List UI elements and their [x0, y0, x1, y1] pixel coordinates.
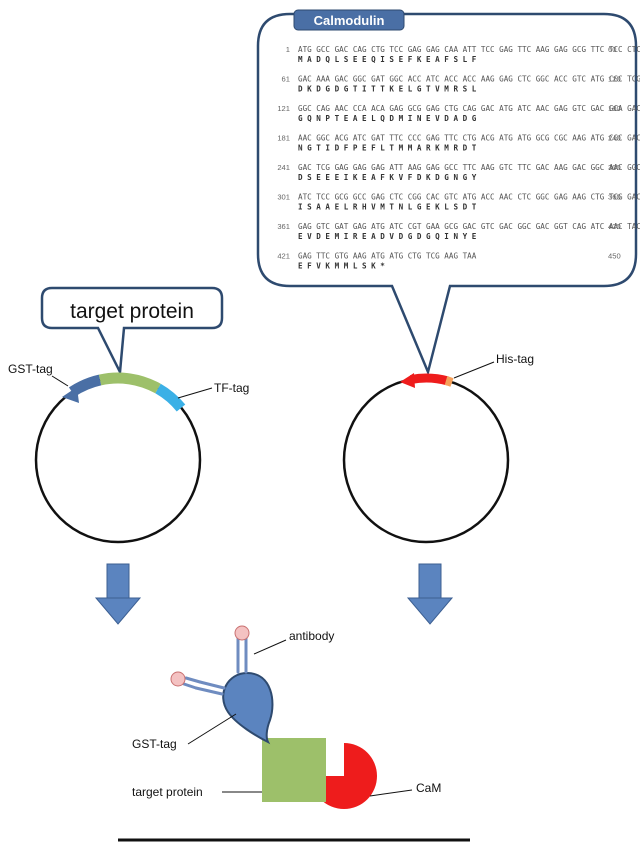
- sequence-start-number: 421: [277, 252, 290, 261]
- down-arrow-left: [94, 563, 142, 625]
- amino-acid-line: G Q N P T E A E L Q D M I N E V D A D G: [298, 114, 477, 123]
- tf-tag-label: TF-tag: [214, 381, 249, 395]
- gst-tag-shape: [222, 671, 274, 745]
- gst-tag-label-left: GST-tag: [8, 362, 53, 376]
- antibody-tip-top: [234, 625, 250, 641]
- sequence-start-number: 241: [277, 163, 290, 172]
- sequence-end-number: 120: [608, 75, 621, 84]
- calmodulin-segment: [410, 373, 450, 386]
- target-protein-label: target protein: [132, 785, 203, 799]
- calmodulin-callout: Calmodulin 1 ATG GCC GAC CAG CTG TCC GAG …: [256, 9, 640, 376]
- plasmid-right-circle: [342, 376, 510, 544]
- sequence-start-number: 361: [277, 222, 290, 231]
- plasmid-left: GST-tag TF-tag: [8, 362, 249, 544]
- gst-tag-leader: [51, 375, 69, 387]
- dna-sequence-line: GGC CAG AAC CCA ACA GAG GCG GAG CTG CAG …: [298, 104, 640, 113]
- target-protein-callout-bubble: [40, 286, 224, 377]
- sequence-end-number: 450: [608, 252, 621, 261]
- his-tag-label: His-tag: [496, 352, 534, 366]
- assay-schematic: CaM target protein GST-tag antibody: [118, 625, 470, 842]
- amino-acid-line: N G T I D F P E F L T M M A R K M R D T: [298, 144, 477, 153]
- sequence-end-number: 240: [608, 134, 621, 143]
- dna-sequence-line: GAG GTC GAT GAG ATG ATC CGT GAA GCG GAC …: [298, 222, 640, 231]
- sequence-end-number: 420: [608, 222, 621, 231]
- antibody-label: antibody: [289, 629, 334, 643]
- dna-sequence-line: AAC GGC ACG ATC GAT TTC CCC GAG TTC CTG …: [298, 134, 640, 143]
- tf-tag-segment: [155, 383, 186, 412]
- sequence-start-number: 121: [277, 104, 290, 113]
- dna-sequence-line: GAC AAA GAC GGC GAT GGC ACC ATC ACC ACC …: [298, 75, 640, 84]
- antibody-shape: [182, 636, 248, 696]
- sequence-start-number: 301: [277, 193, 290, 202]
- target-protein-segment: [98, 372, 161, 394]
- antibody-tip-left: [170, 671, 186, 687]
- antibody-leader: [253, 639, 287, 655]
- sequence-start-number: 1: [286, 45, 290, 54]
- dna-sequence-line: GAC TCG GAG GAG GAG ATT AAG GAG GCC TTC …: [298, 163, 640, 172]
- cam-shape: [311, 743, 377, 809]
- amino-acid-line: D K D G D G T I T T K E L G T V M R S L: [298, 85, 477, 94]
- dna-sequence-line: GAG TTC GTG AAG ATG ATG CTG TCG AAG TAA: [298, 252, 477, 261]
- his-tag-leader: [453, 361, 495, 379]
- sequence-lines: 1 ATG GCC GAC CAG CTG TCC GAG GAG CAA ATT…: [277, 45, 640, 271]
- calmodulin-title: Calmodulin: [314, 13, 385, 28]
- sequence-end-number: 180: [608, 104, 621, 113]
- sequence-end-number: 60: [608, 45, 616, 54]
- amino-acid-line: I S A A E L R H V M T N L G E K L S D T: [298, 203, 477, 212]
- amino-acid-line: M A D Q L S E E Q I S E F K E A F S L F: [298, 55, 477, 64]
- gst-tag-arrowhead: [62, 387, 79, 403]
- down-arrow-right: [406, 563, 454, 625]
- calmodulin-title-tab: [293, 9, 405, 31]
- calmodulin-callout-bubble: [256, 12, 638, 376]
- target-protein-callout: target protein: [40, 286, 224, 377]
- gst-tag-leader-assay: [187, 713, 237, 745]
- calmodulin-arrowhead: [400, 373, 415, 388]
- target-protein-title: target protein: [70, 300, 194, 323]
- amino-acid-line: E F V K M M L S K *: [298, 262, 385, 271]
- sequence-end-number: 300: [608, 163, 621, 172]
- plasmid-right: His-tag: [342, 352, 534, 544]
- cam-leader: [369, 789, 413, 797]
- his-tag-segment: [444, 376, 454, 387]
- sequence-end-number: 360: [608, 193, 621, 202]
- gst-tag-label-assay: GST-tag: [132, 737, 177, 751]
- sequence-start-number: 61: [282, 75, 290, 84]
- cam-label: CaM: [416, 781, 441, 795]
- target-protein-square: [262, 738, 326, 802]
- dna-sequence-line: ATC TCC GCG GCC GAG CTC CGG CAC GTC ATG …: [298, 193, 640, 202]
- amino-acid-line: E V D E M I R E A D V D G D G Q I N Y E: [298, 232, 477, 241]
- dna-sequence-line: ATG GCC GAC CAG CTG TCC GAG GAG CAA ATT …: [298, 45, 640, 54]
- tf-tag-leader: [177, 387, 213, 399]
- sequence-start-number: 181: [277, 134, 290, 143]
- amino-acid-line: D S E E E I K E A F K V F D K D G N G Y: [298, 173, 477, 182]
